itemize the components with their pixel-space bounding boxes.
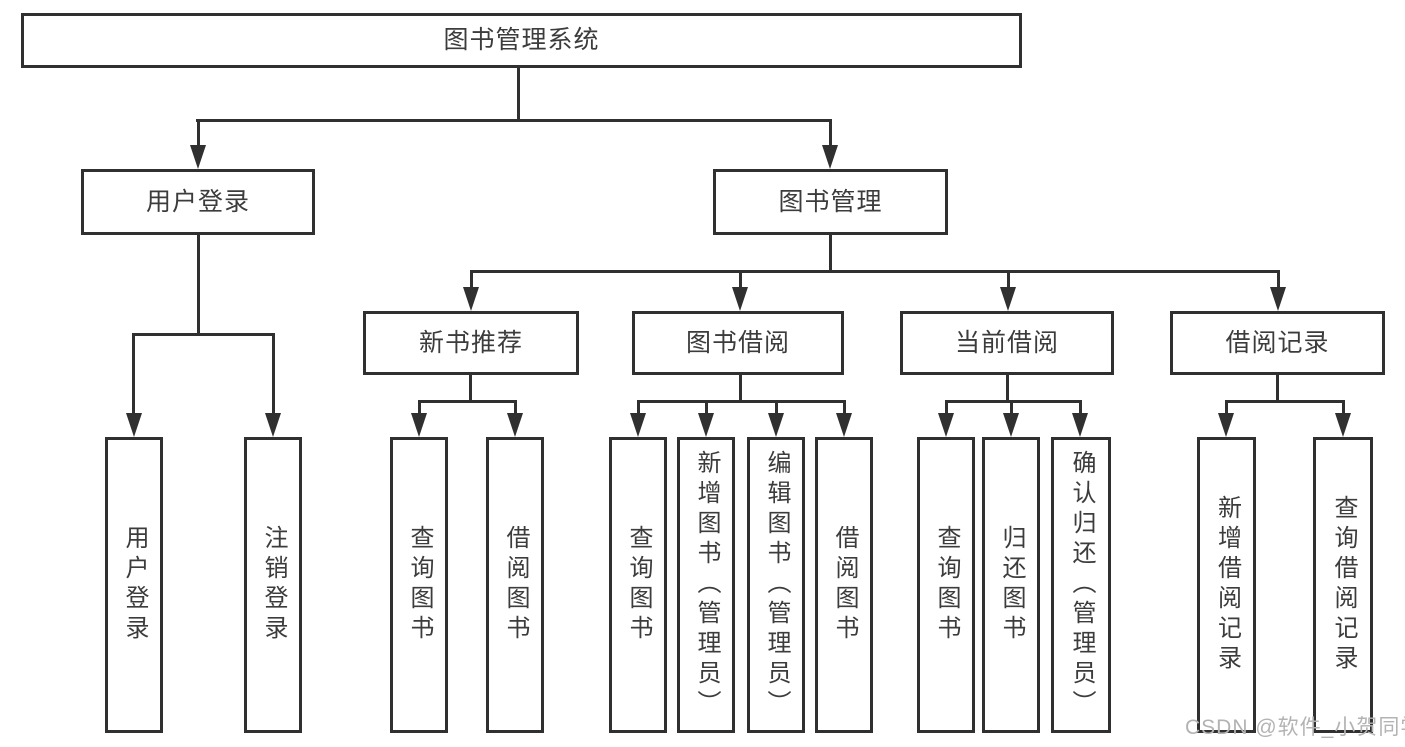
leaf-br-query-record-label: 查询借阅记录 <box>1330 495 1357 675</box>
arrowhead-down-icon <box>1072 413 1088 437</box>
node-new-book-rec: 新书推荐 <box>363 311 579 375</box>
leaf-cb-query-books-label: 查询图书 <box>933 525 960 645</box>
arrowhead-down-icon <box>822 145 838 169</box>
connector-bookmgmt-stem <box>829 119 832 147</box>
connector-leaf-stem <box>514 400 517 414</box>
arrowhead-down-icon <box>507 413 523 437</box>
connector-cb-down <box>1006 375 1009 401</box>
arrowhead-down-icon <box>190 145 206 169</box>
node-book-borrow: 图书借阅 <box>632 311 844 375</box>
arrowhead-down-icon <box>463 287 479 311</box>
connector-userlogin-bar <box>132 333 275 336</box>
leaf-bb-add-books-admin-label: 新增图书（管理员） <box>693 450 720 720</box>
watermark: CSDN @软件_小贺同学 <box>1185 716 1405 739</box>
leaf-nbr-query-books: 查询图书 <box>390 437 448 733</box>
arrowhead-down-icon <box>1335 413 1351 437</box>
leaf-cb-confirm-return-admin: 确认归还（管理员） <box>1051 437 1111 733</box>
leaf-br-add-record-label: 新增借阅记录 <box>1213 495 1241 675</box>
connector-root-stem <box>517 68 520 120</box>
node-new-book-rec-label: 新书推荐 <box>418 328 523 357</box>
connector-l3-stem <box>739 270 742 289</box>
leaf-logout: 注销登录 <box>244 437 302 733</box>
connector-leaf-stem <box>132 333 135 414</box>
arrowhead-down-icon <box>732 287 748 311</box>
connector-leaf-stem <box>637 400 640 414</box>
arrowhead-down-icon <box>1003 413 1019 437</box>
arrowhead-down-icon <box>1270 287 1286 311</box>
connector-leaf-stem <box>843 400 846 414</box>
leaf-br-add-record: 新增借阅记录 <box>1197 437 1256 733</box>
connector-bb-down <box>739 375 742 401</box>
leaf-br-query-record: 查询借阅记录 <box>1313 437 1373 733</box>
leaf-cb-return-books: 归还图书 <box>982 437 1040 733</box>
connector-br-down <box>1276 375 1279 401</box>
arrowhead-down-icon <box>126 413 142 437</box>
connector-leaf-stem <box>418 400 421 414</box>
connector-userlogin-stem <box>197 119 200 147</box>
arrowhead-down-icon <box>938 413 954 437</box>
connector-l3-stem <box>1007 270 1010 289</box>
leaf-nbr-borrow-books-label: 借阅图书 <box>502 525 529 645</box>
arrowhead-down-icon <box>630 413 646 437</box>
leaf-user-login-label: 用户登录 <box>121 525 148 645</box>
connector-br-bar <box>1225 400 1344 403</box>
node-borrow-record-label: 借阅记录 <box>1225 328 1330 357</box>
leaf-bb-edit-books-admin-label: 编辑图书（管理员） <box>763 450 790 720</box>
leaf-user-login: 用户登录 <box>105 437 163 733</box>
node-book-mgmt-label: 图书管理 <box>778 187 883 216</box>
leaf-cb-confirm-return-admin-label: 确认归还（管理员） <box>1068 450 1095 720</box>
leaf-bb-add-books-admin: 新增图书（管理员） <box>677 437 735 733</box>
node-current-borrow: 当前借阅 <box>900 311 1114 375</box>
node-user-login: 用户登录 <box>81 169 315 235</box>
connector-leaf-stem <box>705 400 708 414</box>
connector-leaf-stem <box>272 333 275 414</box>
connector-l3-stem <box>470 270 473 289</box>
leaf-cb-return-books-label: 归还图书 <box>998 525 1025 645</box>
connector-bb-bar <box>637 400 845 403</box>
leaf-bb-borrow-books: 借阅图书 <box>815 437 873 733</box>
node-current-borrow-label: 当前借阅 <box>954 328 1059 357</box>
connector-l3-stem <box>1277 270 1280 289</box>
leaf-bb-query-books-label: 查询图书 <box>625 525 652 645</box>
leaf-logout-label: 注销登录 <box>260 525 287 645</box>
node-book-mgmt: 图书管理 <box>713 169 948 235</box>
node-user-login-label: 用户登录 <box>145 187 250 216</box>
arrowhead-down-icon <box>698 413 714 437</box>
connector-nbr-down <box>469 375 472 401</box>
arrowhead-down-icon <box>265 413 281 437</box>
leaf-cb-query-books: 查询图书 <box>917 437 975 733</box>
connector-leaf-stem <box>1342 400 1345 414</box>
connector-leaf-stem <box>1010 400 1013 414</box>
connector-leaf-stem <box>1079 400 1082 414</box>
connector-userlogin-down <box>197 235 200 334</box>
connector-level3-bar <box>470 270 1280 273</box>
leaf-bb-edit-books-admin: 编辑图书（管理员） <box>747 437 805 733</box>
node-root: 图书管理系统 <box>21 13 1022 68</box>
connector-cb-bar <box>945 400 1081 403</box>
arrowhead-down-icon <box>1000 287 1016 311</box>
node-book-borrow-label: 图书借阅 <box>685 328 790 357</box>
connector-nbr-bar <box>418 400 516 403</box>
node-root-label: 图书管理系统 <box>443 26 600 54</box>
connector-leaf-stem <box>1225 400 1228 414</box>
connector-leaf-stem <box>775 400 778 414</box>
leaf-nbr-query-books-label: 查询图书 <box>406 525 433 645</box>
connector-bookmgmt-down <box>829 235 832 271</box>
arrowhead-down-icon <box>1218 413 1234 437</box>
leaf-bb-query-books: 查询图书 <box>609 437 667 733</box>
arrowhead-down-icon <box>411 413 427 437</box>
arrowhead-down-icon <box>768 413 784 437</box>
leaf-bb-borrow-books-label: 借阅图书 <box>831 525 858 645</box>
leaf-nbr-borrow-books: 借阅图书 <box>486 437 544 733</box>
connector-level2-bar <box>196 119 832 122</box>
node-borrow-record: 借阅记录 <box>1170 311 1385 375</box>
connector-leaf-stem <box>945 400 948 414</box>
arrowhead-down-icon <box>836 413 852 437</box>
